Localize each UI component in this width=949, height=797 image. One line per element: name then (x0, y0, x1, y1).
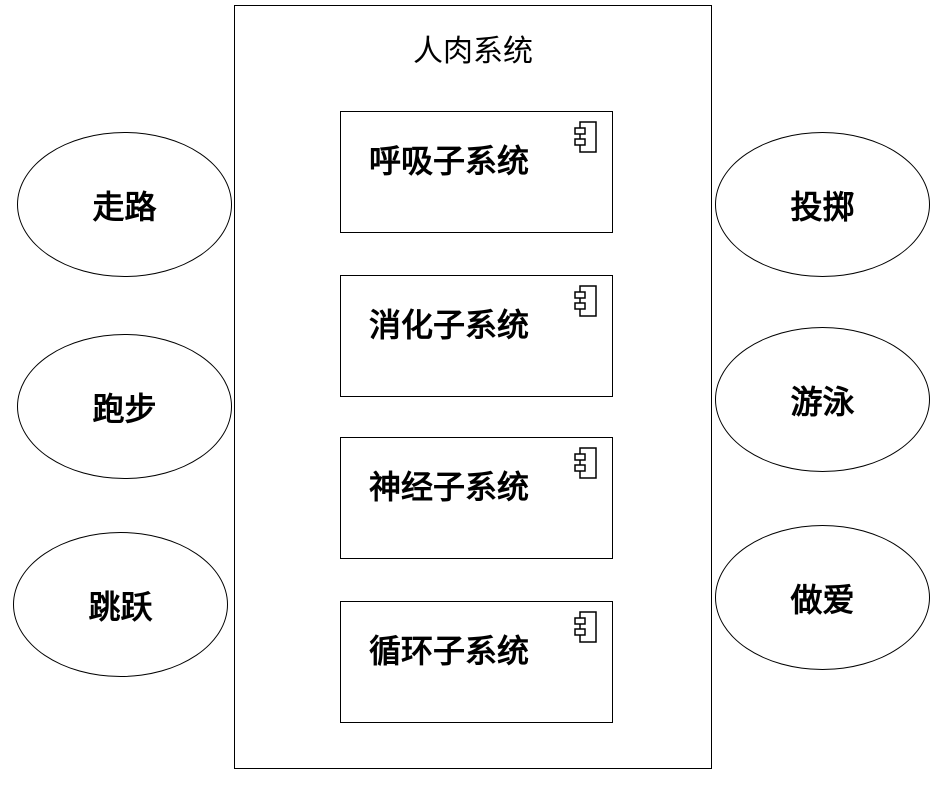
component-icon (574, 611, 597, 643)
usecase-label: 游泳 (790, 382, 855, 421)
usecase-love[interactable]: 做爱 (715, 525, 930, 670)
usecase-label: 走路 (92, 187, 157, 226)
component-label: 神经子系统 (369, 468, 530, 506)
component-nervous[interactable]: 神经子系统 (340, 437, 613, 559)
usecase-swim[interactable]: 游泳 (715, 327, 930, 472)
usecase-label: 跑步 (92, 389, 157, 428)
component-digestive[interactable]: 消化子系统 (340, 275, 613, 397)
component-icon (574, 447, 597, 479)
component-label: 消化子系统 (369, 306, 530, 344)
component-icon (574, 285, 597, 317)
usecase-throw[interactable]: 投掷 (715, 132, 930, 277)
component-label: 呼吸子系统 (369, 142, 530, 180)
system-boundary: 人肉系统 呼吸子系统 消化子系统 神经子系统 循环子系统 (234, 5, 712, 769)
usecase-label: 做爱 (790, 580, 855, 619)
usecase-label: 投掷 (790, 187, 855, 226)
system-title: 人肉系统 (413, 34, 533, 69)
usecase-jump[interactable]: 跳跃 (13, 532, 228, 677)
component-label: 循环子系统 (369, 632, 530, 670)
component-circulatory[interactable]: 循环子系统 (340, 601, 613, 723)
usecase-run[interactable]: 跑步 (17, 334, 232, 479)
component-respiratory[interactable]: 呼吸子系统 (340, 111, 613, 233)
usecase-walk[interactable]: 走路 (17, 132, 232, 277)
usecase-label: 跳跃 (88, 587, 153, 626)
component-icon (574, 121, 597, 153)
